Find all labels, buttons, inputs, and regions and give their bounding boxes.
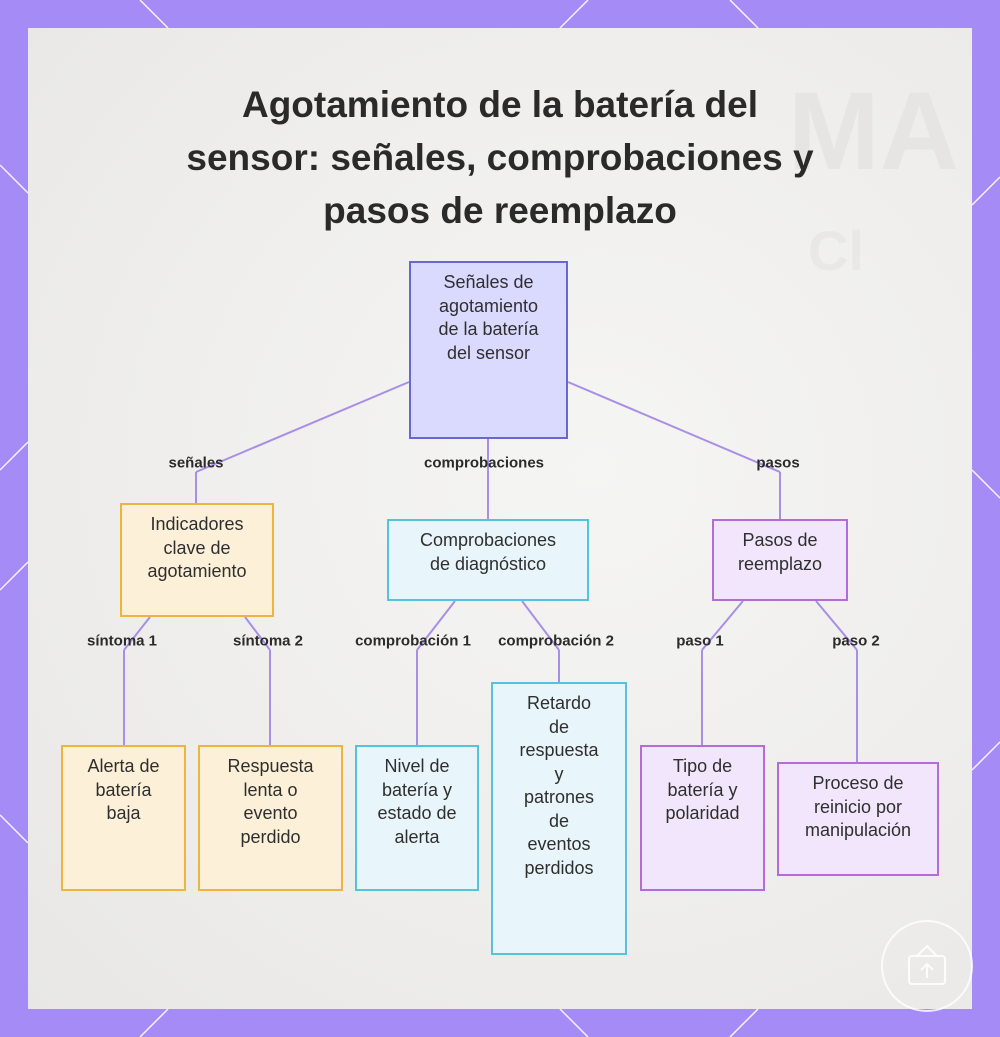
signals-node-label: Indicadores clave de agotamiento xyxy=(147,514,247,581)
leaf-slow-response-label: Respuesta lenta o evento perdido xyxy=(227,756,314,847)
background-photo: MA xyxy=(788,70,960,193)
background-photo-shadow: Cl xyxy=(808,219,864,282)
diagram-title: Agotamiento de la batería del sensor: se… xyxy=(186,84,814,231)
leaf-battery-type-label: Tipo de batería y polaridad xyxy=(665,756,740,823)
root-node: Señales de agotamiento de la batería del… xyxy=(409,261,568,439)
leaf-response-delay-label: Retardo de respuesta y patrones de event… xyxy=(519,693,599,878)
leaf-slow-response: Respuesta lenta o evento perdido xyxy=(198,745,343,891)
edge-label-symptom-2: síntoma 2 xyxy=(232,632,304,650)
root-node-label: Señales de agotamiento de la batería del… xyxy=(438,272,539,363)
watermark-badge xyxy=(881,920,973,1012)
leaf-battery-type: Tipo de batería y polaridad xyxy=(640,745,765,891)
edge-label-checks: comprobaciones xyxy=(423,454,545,472)
leaf-tamper-reset: Proceso de reinicio por manipulación xyxy=(777,762,939,876)
leaf-battery-level-label: Nivel de batería y estado de alerta xyxy=(377,756,457,847)
edge-label-signals: señales xyxy=(168,454,224,472)
leaf-tamper-reset-label: Proceso de reinicio por manipulación xyxy=(804,773,912,840)
steps-node: Pasos de reemplazo xyxy=(712,519,848,601)
edge-label-check-1: comprobación 1 xyxy=(355,632,471,650)
leaf-response-delay: Retardo de respuesta y patrones de event… xyxy=(491,682,627,955)
watermark-icon xyxy=(908,944,946,985)
leaf-low-battery-alert: Alerta de batería baja xyxy=(61,745,186,891)
edge-label-steps: pasos xyxy=(756,454,800,472)
leaf-battery-level: Nivel de batería y estado de alerta xyxy=(355,745,479,891)
checks-node-label: Comprobaciones de diagnóstico xyxy=(419,530,557,574)
leaf-low-battery-alert-label: Alerta de batería baja xyxy=(87,756,160,823)
checks-node: Comprobaciones de diagnóstico xyxy=(387,519,589,601)
edge-label-check-2: comprobación 2 xyxy=(498,632,614,650)
edge-label-step-1: paso 1 xyxy=(676,632,724,650)
edge-label-step-2: paso 2 xyxy=(832,632,880,650)
edge-label-symptom-1: síntoma 1 xyxy=(86,632,158,650)
signals-node: Indicadores clave de agotamiento xyxy=(120,503,274,617)
steps-node-label: Pasos de reemplazo xyxy=(737,530,823,574)
